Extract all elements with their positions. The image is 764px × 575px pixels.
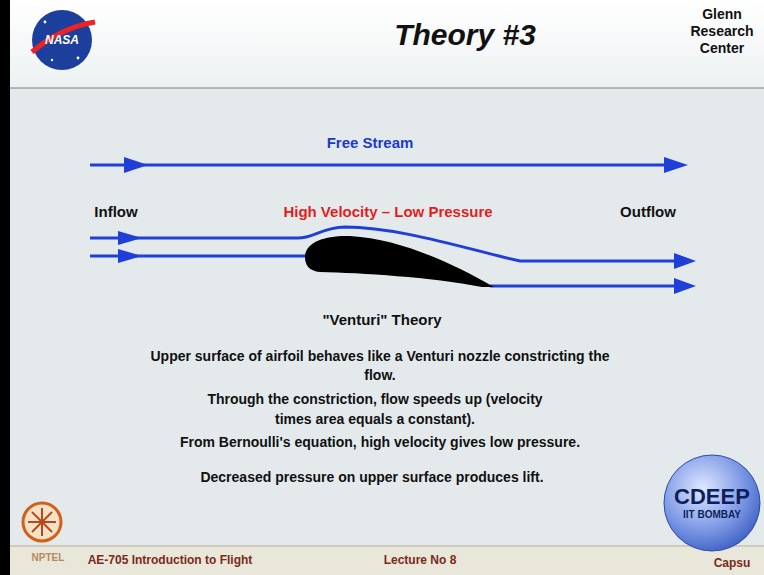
flow-label: High Velocity – Low Pressure <box>248 203 528 221</box>
nasa-star <box>77 57 80 60</box>
flow-label: Inflow <box>71 203 161 221</box>
nasa-swoosh <box>32 22 95 52</box>
center-name: Glenn Research Center <box>680 6 764 57</box>
footer-text-text: AE-705 Introduction to Flight <box>88 553 253 567</box>
arrowhead <box>118 231 142 245</box>
iit-logo <box>23 503 61 541</box>
arrowhead <box>664 157 688 173</box>
nasa-star <box>51 59 53 61</box>
badge-subtitle: IIT BOMBAY <box>674 509 750 521</box>
logo-text: NASA <box>34 33 90 47</box>
flow-label: Outflow <box>603 203 693 221</box>
arrowheads <box>118 157 696 294</box>
badge-circle: CDEEPIIT BOMBAY <box>663 454 761 552</box>
badge-title: CDEEP <box>674 485 750 509</box>
footer-text: AE-705 Introduction to Flight <box>50 553 290 567</box>
watermark-text: NPTEL <box>32 552 65 563</box>
flow-label-text: Inflow <box>94 203 137 220</box>
watermark: NPTEL <box>18 552 78 564</box>
body-text: Upper surface of airfoil behaves like a … <box>145 347 615 385</box>
iit-logo-spokes <box>28 508 56 536</box>
center-name-text: Glenn Research Center <box>690 6 753 56</box>
flow-label-text: Outflow <box>620 203 676 220</box>
iit-logo-ring <box>23 503 61 541</box>
title-text: Theory #3 <box>394 18 536 51</box>
footer-text: Lecture No 8 <box>360 553 480 567</box>
body-text-text: Upper surface of airfoil behaves like a … <box>150 348 609 383</box>
arrowhead <box>674 278 696 294</box>
arrowhead <box>118 249 142 263</box>
flow-label-text: Free Stream <box>327 134 414 151</box>
footer-text-text: Capsu <box>714 556 751 570</box>
header-rule <box>10 87 764 89</box>
theory-name: "Venturi" Theory <box>282 311 482 329</box>
theory-name-text: "Venturi" Theory <box>322 311 441 328</box>
body-text-text: Through the constriction, flow speeds up… <box>207 391 542 427</box>
badge-disc <box>664 455 760 551</box>
footer-band <box>10 546 764 575</box>
nasa-star <box>44 21 47 24</box>
lower-outflow-line <box>490 285 682 288</box>
body-text-text: From Bernoulli's equation, high velocity… <box>180 434 580 450</box>
body-text: From Bernoulli's equation, high velocity… <box>140 434 620 451</box>
header-band <box>0 0 764 88</box>
flow-label: Free Stream <box>290 134 450 152</box>
arrowhead <box>124 157 148 173</box>
footer-text-text: Lecture No 8 <box>384 553 457 567</box>
airfoil <box>305 236 494 287</box>
black-edge <box>0 0 10 575</box>
streamlines <box>90 165 682 286</box>
arrowhead <box>674 253 696 269</box>
free-stream-line <box>90 164 672 167</box>
body-text-text: Decreased pressure on upper surface prod… <box>200 469 543 485</box>
body-text: Decreased pressure on upper surface prod… <box>152 469 592 486</box>
slide-title: Theory #3 <box>300 18 630 52</box>
footer-text: Capsu <box>707 556 757 570</box>
logo-text-text: NASA <box>45 33 79 47</box>
footer-rule <box>10 546 764 547</box>
nasa-logo <box>32 10 92 70</box>
flow-label-text: High Velocity – Low Pressure <box>283 203 492 220</box>
body-text: Through the constriction, flow speeds up… <box>190 389 560 429</box>
